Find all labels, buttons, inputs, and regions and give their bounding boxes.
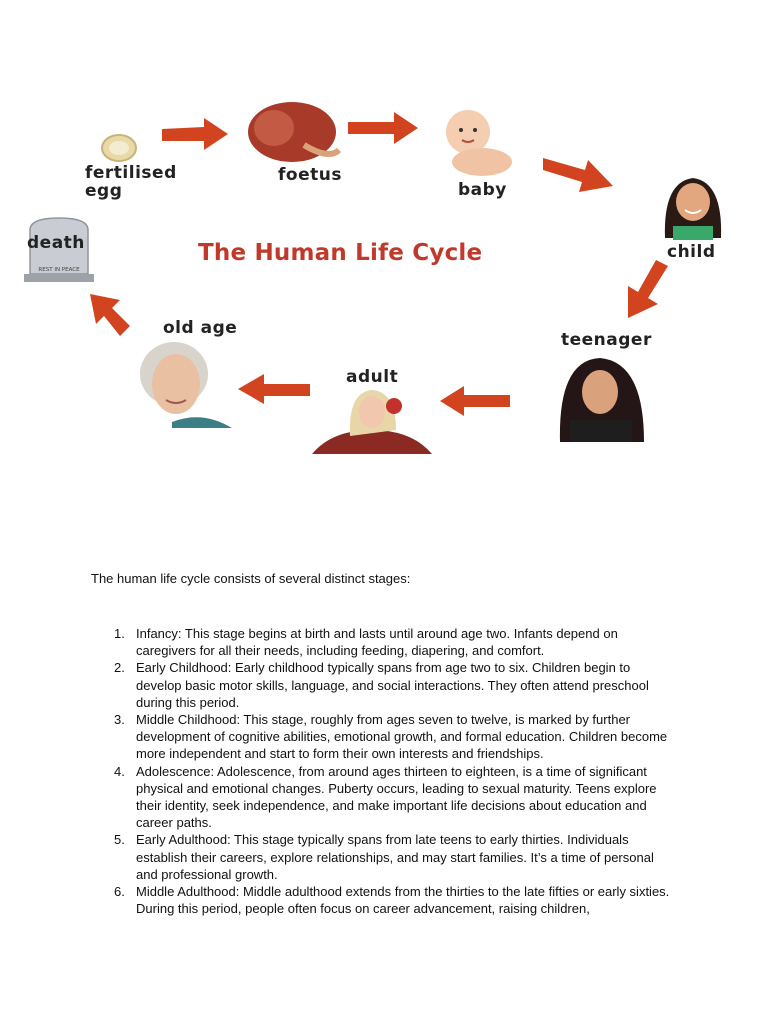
arrow-baby-to-child-icon [543, 158, 613, 192]
foetus-image [248, 102, 342, 162]
baby-image [446, 110, 512, 176]
arrow-old-age-to-death-icon [90, 294, 130, 336]
intro-paragraph: The human life cycle consists of several… [91, 571, 411, 586]
list-item: 1.Infancy: This stage begins at birth an… [114, 626, 618, 659]
list-item: 4.Adolescence: Adolescence, from around … [114, 763, 657, 831]
diagram-title: The Human Life Cycle [198, 240, 483, 266]
label-foetus: foetus [278, 165, 342, 185]
label-teenager: teenager [561, 330, 652, 350]
arrow-egg-to-foetus-icon [162, 118, 228, 150]
label-baby: baby [458, 180, 507, 200]
life-cycle-diagram: fertilised egg foetus baby child teenage… [0, 0, 768, 470]
arrow-foetus-to-baby-icon [348, 112, 418, 144]
list-item: 2.Early Childhood: Early childhood typic… [114, 660, 649, 710]
label-child: child [667, 242, 716, 262]
tombstone-inscription: REST IN PEACE [38, 267, 80, 273]
stages-list: 1.Infancy: This stage begins at birth an… [114, 625, 674, 917]
list-item: 6.Middle Adulthood: Middle adulthood ext… [114, 884, 670, 917]
list-item: 5.Early Adulthood: This stage typically … [114, 832, 654, 882]
label-adult: adult [346, 367, 399, 387]
old-age-image [140, 342, 232, 428]
arrow-adult-to-old-age-icon [238, 374, 310, 404]
label-death: death [27, 233, 85, 253]
list-item: 3.Middle Childhood: This stage, roughly … [114, 712, 668, 762]
label-fertilised-egg: fertilised egg [85, 163, 177, 201]
label-old-age: old age [163, 318, 238, 338]
arrow-child-to-teenager-icon [628, 260, 668, 318]
child-image [664, 178, 722, 240]
tombstone-image: REST IN PEACE [24, 217, 94, 282]
adult-image [312, 390, 432, 454]
arrow-teenager-to-adult-icon [440, 386, 510, 416]
teenager-image [559, 358, 644, 442]
fertilised-egg-image [101, 134, 137, 162]
